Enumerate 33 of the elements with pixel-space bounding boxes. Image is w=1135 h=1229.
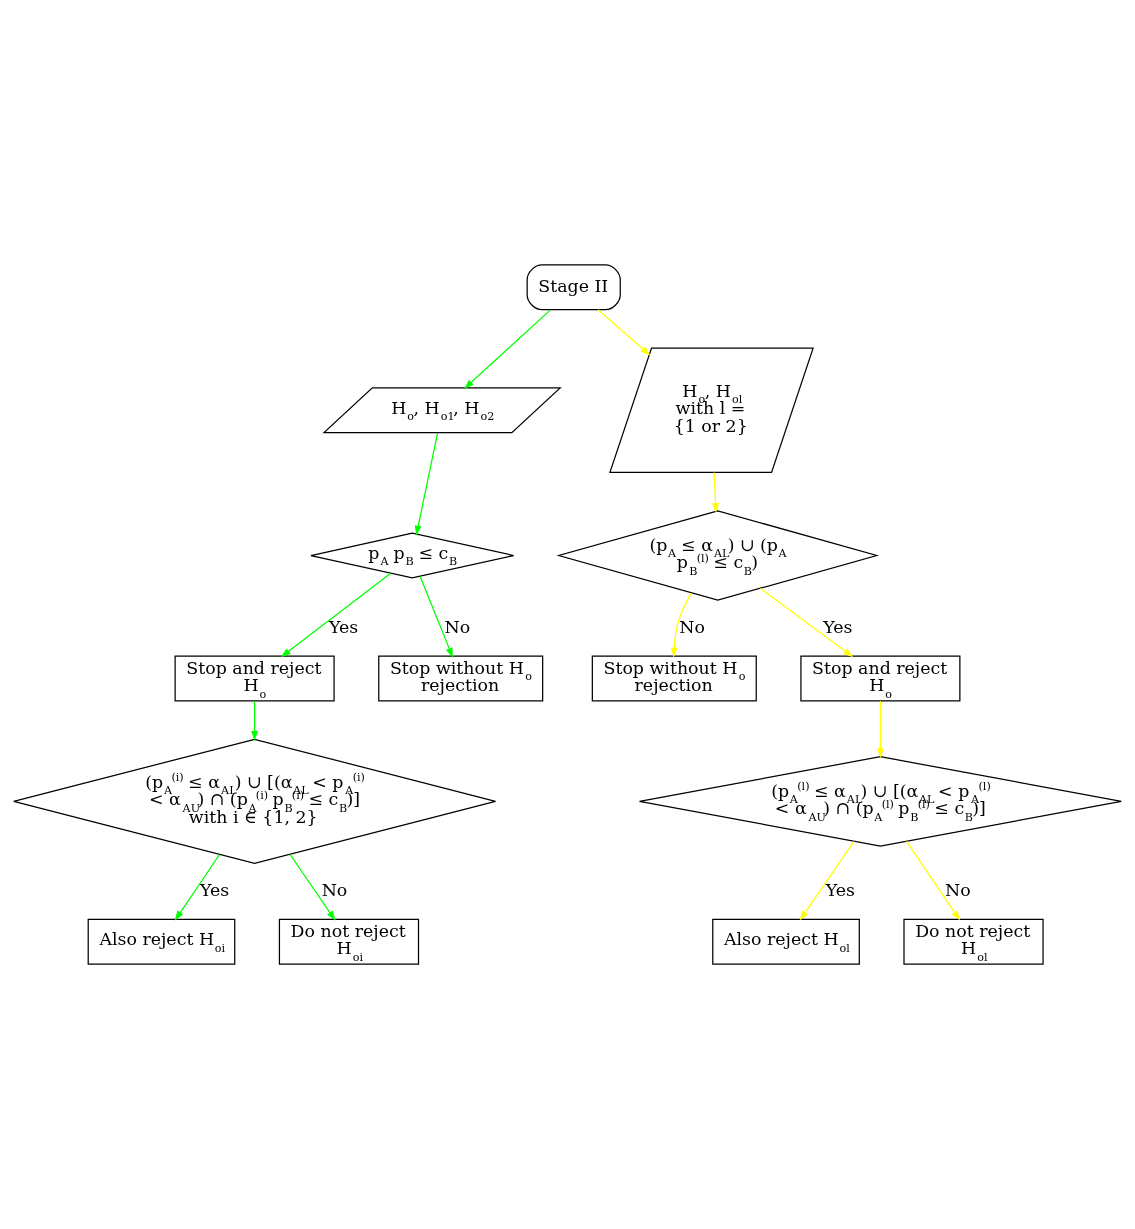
arrow: [280, 572, 392, 658]
edge-label: Yes: [825, 879, 855, 900]
node-box: Stop without H$_{o}$ rejection: [378, 655, 544, 702]
arrow: [597, 309, 651, 356]
arrow: [712, 471, 719, 514]
edge-label: No: [444, 616, 471, 637]
edge-label: Yes: [329, 616, 359, 637]
arrow: [174, 854, 220, 921]
arrow: [251, 700, 259, 741]
edge-label: No: [679, 616, 705, 637]
arrow: [670, 592, 692, 658]
arrow: [464, 309, 551, 389]
arrow: [876, 700, 884, 759]
node-diamond: p$_{A}$ p$_{B}$ ≤ c$_{B}$: [310, 532, 515, 579]
edge-label: Yes: [823, 616, 853, 637]
arrow: [799, 840, 855, 921]
node-diamond: (p$_{A}$ ≤ α$_{AL}$) ∪ (p$_{A}$ p$_{B}$$^{(l)}$ ≤ c$_{B}$): [556, 510, 879, 601]
arrow: [289, 854, 336, 921]
node-box: Also reject H$_{oi}$: [87, 918, 236, 965]
arrow: [759, 587, 854, 658]
node-box: Do not reject H$_{ol}$: [903, 918, 1044, 965]
edge-label: No: [944, 879, 971, 900]
node-box: Also reject H$_{ol}$: [712, 918, 860, 965]
arrow: [419, 576, 453, 658]
edge-label: Yes: [199, 879, 230, 900]
node-box: Do not reject H$_{oi}$: [278, 918, 420, 965]
arrow: [905, 840, 961, 921]
arrow: [414, 432, 439, 536]
node-box: Stop and reject H$_{o}$: [800, 655, 961, 702]
edge-label: No: [321, 879, 348, 900]
node-box: Stop without H$_{o}$ rejection: [591, 655, 757, 702]
node-box: Stage II: [526, 264, 621, 311]
node-box: Stop and reject H$_{o}$: [174, 655, 335, 702]
